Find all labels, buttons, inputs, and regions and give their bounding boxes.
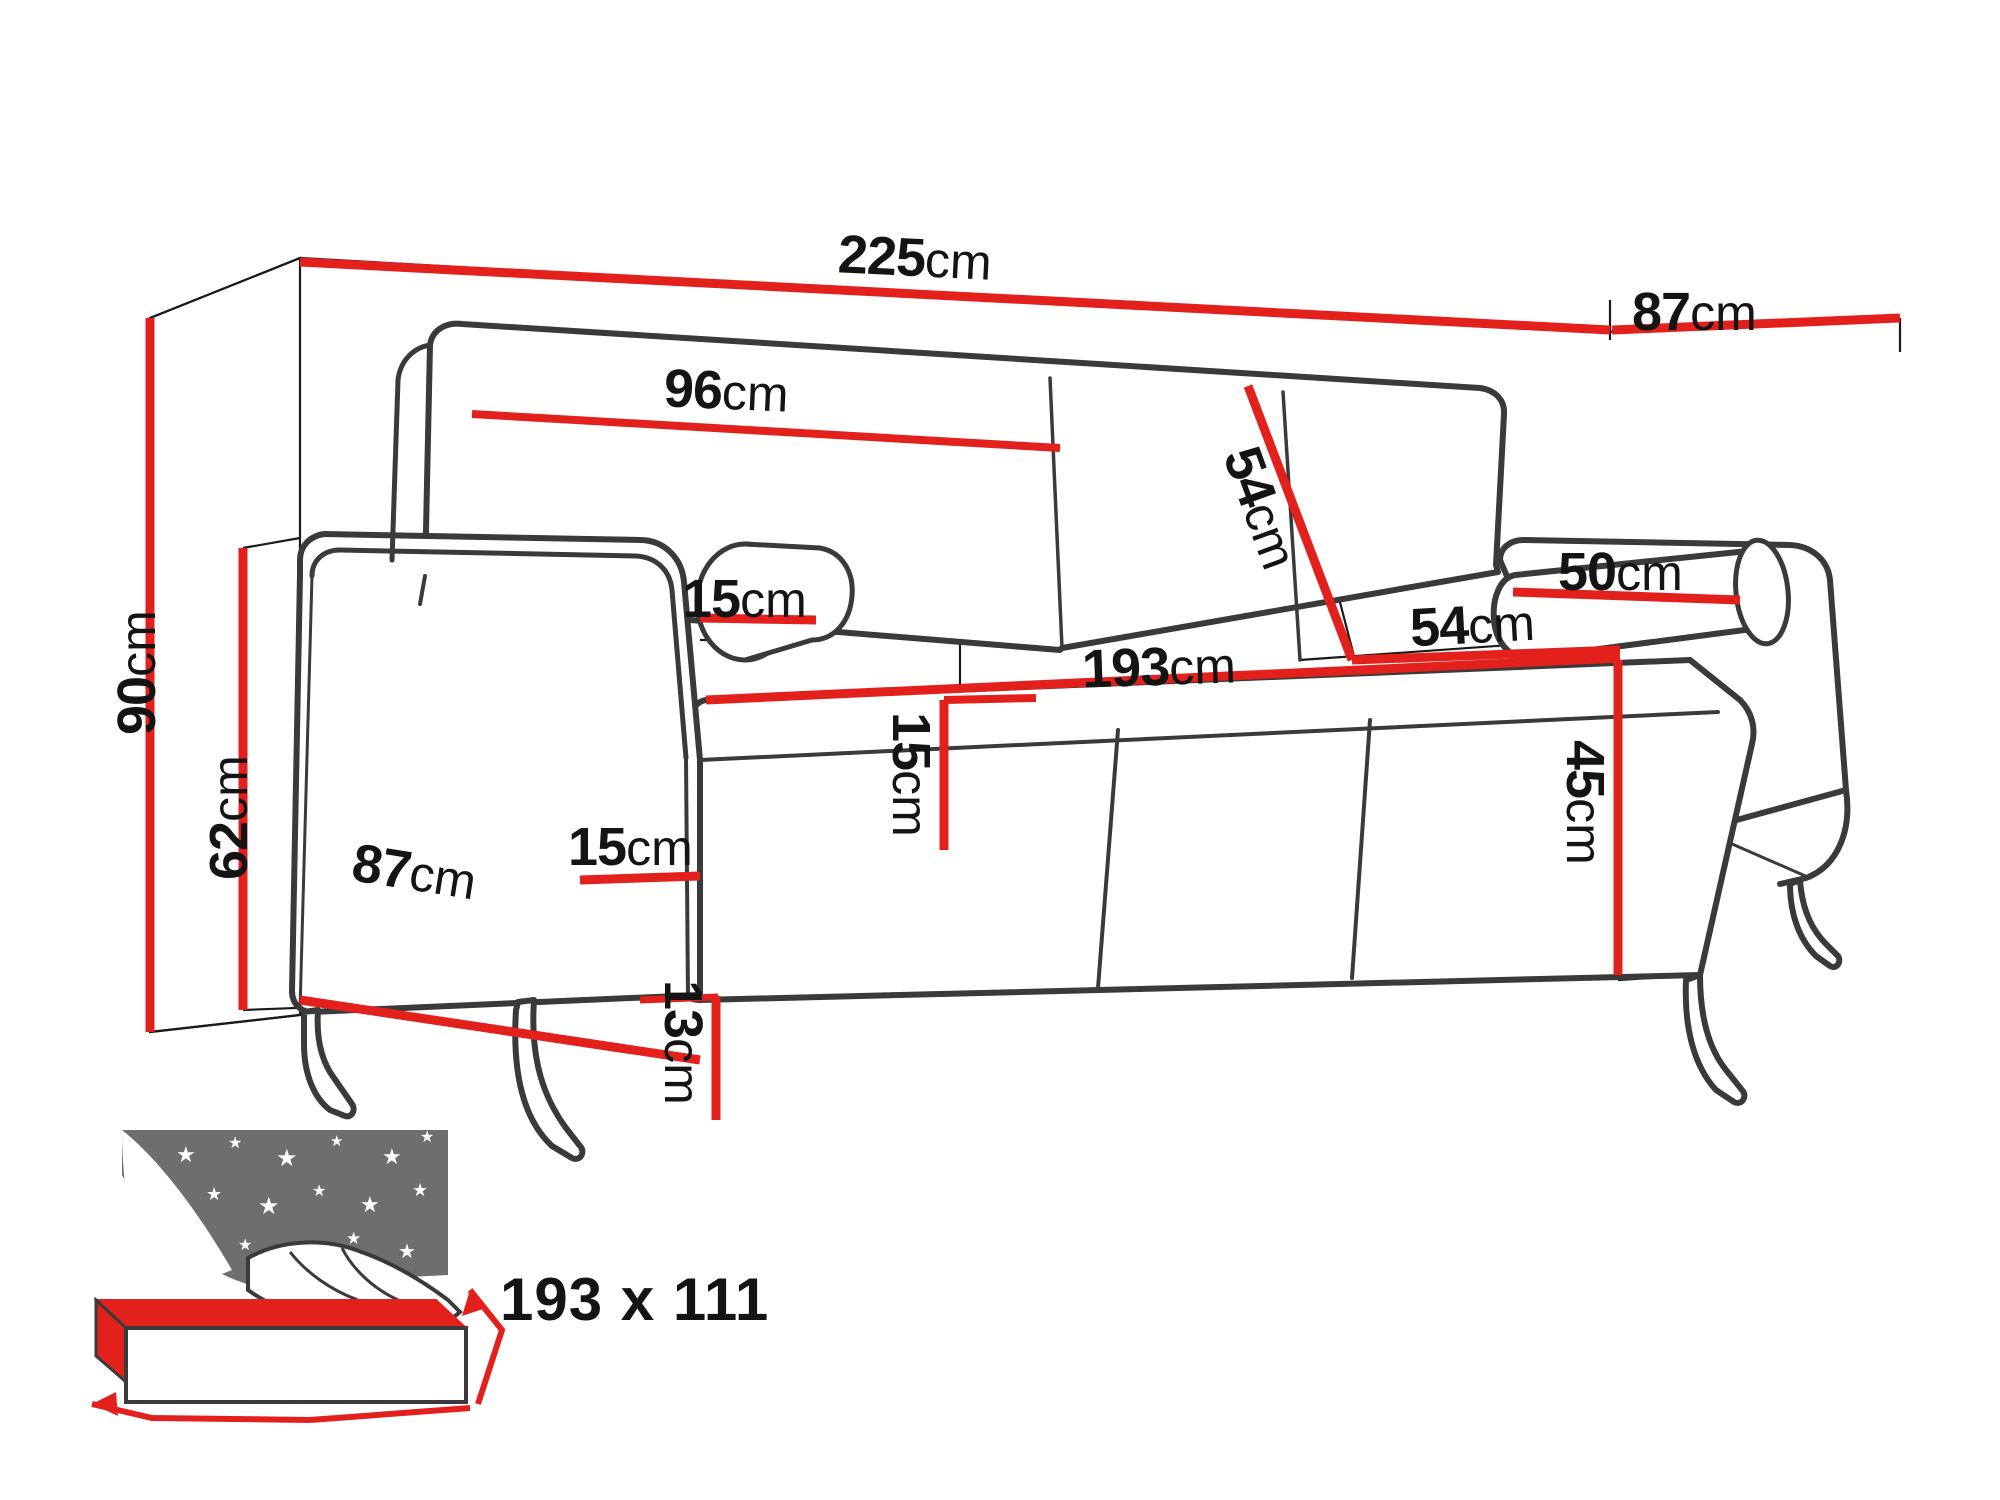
svg-text:★: ★ — [360, 1192, 380, 1217]
dimension-label-seat-width: 193cm — [1081, 637, 1237, 700]
dimension-value: 90 — [107, 676, 167, 735]
dimension-label-total-width: 225cm — [836, 224, 993, 291]
dimension-unit: cm — [720, 363, 790, 423]
dimension-label-seat-depth: 54cm — [1408, 594, 1537, 659]
dimension-value: 45 — [1555, 740, 1615, 799]
dimension-label-backrest-width: 96cm — [662, 358, 790, 423]
svg-text:★: ★ — [346, 1229, 361, 1248]
dimension-value: 87 — [348, 832, 415, 901]
dimension-value: 96 — [662, 358, 724, 421]
svg-text:★: ★ — [206, 1184, 222, 1204]
mattress-size-label: 193 x 111 — [500, 1266, 770, 1333]
svg-text:★: ★ — [398, 1241, 416, 1263]
dimension-unit: cm — [1616, 545, 1683, 601]
bedding-mattress-icon: ★ ★ ★ ★ ★ ★ ★ ★ ★ ★ ★ ★ ★ ★ ★ ★ — [91, 1129, 506, 1423]
svg-text:★: ★ — [276, 1145, 298, 1172]
svg-text:★: ★ — [238, 1237, 252, 1254]
dimension-value: 87 — [1632, 282, 1691, 342]
dimension-value: 50 — [1558, 542, 1617, 602]
dimension-value: 62 — [199, 821, 259, 880]
dimension-value: 54 — [1408, 595, 1470, 659]
dimension-unit: cm — [202, 755, 258, 822]
svg-text:★: ★ — [382, 1144, 402, 1169]
dimension-label-leg-height: 13cm — [653, 980, 713, 1105]
dimension-lines — [145, 257, 1901, 1120]
dimension-unit: cm — [405, 844, 481, 911]
dimension-unit: cm — [626, 820, 693, 876]
dimension-unit: cm — [882, 770, 938, 837]
dimension-unit: cm — [740, 572, 807, 628]
dimension-unit: cm — [1556, 798, 1612, 865]
dimension-unit: cm — [110, 610, 166, 677]
dimension-value: 15 — [682, 569, 741, 629]
svg-text:★: ★ — [420, 1129, 434, 1146]
sofa-legs — [301, 877, 1843, 1162]
dimension-unit: cm — [1168, 637, 1237, 696]
svg-text:★: ★ — [330, 1133, 343, 1150]
dimension-label-cushion-thickness: 15cm — [881, 712, 941, 837]
dimension-value: 225 — [836, 224, 927, 289]
dimension-unit: cm — [1690, 285, 1757, 341]
dimension-value: 193 — [1080, 636, 1171, 700]
dimension-label-seat-height: 45cm — [1555, 740, 1615, 865]
dimension-value: 15 — [568, 817, 627, 877]
svg-text:★: ★ — [228, 1135, 242, 1152]
dimension-unit: cm — [1466, 594, 1537, 655]
svg-text:★: ★ — [160, 1217, 173, 1233]
dimension-label-armrest-width: 15cm — [568, 820, 693, 874]
dimension-value: 15 — [881, 712, 941, 771]
svg-text:★: ★ — [176, 1142, 196, 1167]
dimension-label-bolster-diameter: 15cm — [682, 572, 807, 626]
svg-text:★: ★ — [258, 1193, 280, 1220]
dimension-unit: cm — [923, 231, 993, 291]
dimension-value: 13 — [653, 980, 713, 1039]
svg-text:★: ★ — [412, 1180, 428, 1200]
dimension-label-total-height: 90cm — [107, 610, 167, 735]
svg-text:★: ★ — [312, 1183, 326, 1200]
dimension-label-bolster-length: 50cm — [1558, 545, 1683, 599]
dimension-unit: cm — [654, 1038, 710, 1105]
dimension-label-armrest-height: 62cm — [199, 755, 259, 880]
dimension-label-total-depth: 87cm — [1632, 285, 1757, 339]
